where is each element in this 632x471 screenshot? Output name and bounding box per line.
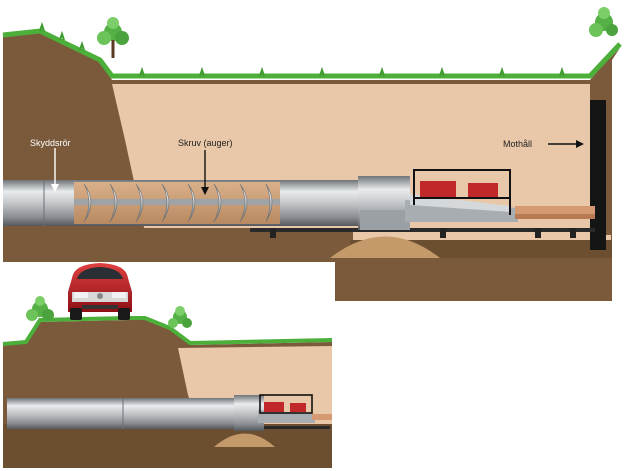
- grass-top-tufts: [39, 21, 565, 77]
- bush-icon: [168, 306, 192, 328]
- thrust-block-label: Mothåll: [503, 139, 532, 149]
- casing-label: Skyddsrör: [30, 138, 71, 148]
- sand-pile-bottom: [214, 433, 275, 447]
- casing-arrow-head: [51, 184, 59, 192]
- auger-shaft: [74, 199, 280, 205]
- boring-machine-bottom: [258, 394, 332, 423]
- rail-lower: [250, 228, 595, 232]
- bush-icon: [26, 296, 54, 321]
- boring-machine: [405, 169, 595, 222]
- pipe-coupling-collar: [360, 210, 410, 230]
- rail-support: [570, 228, 576, 238]
- thrust-block: [590, 100, 606, 250]
- auger-label: Skruv (auger): [178, 138, 233, 148]
- bottom-diagram: [2, 263, 333, 468]
- rail-support: [535, 228, 541, 238]
- grass-bottom: [2, 316, 333, 346]
- rail-support: [440, 228, 446, 238]
- soil-layer: [3, 228, 353, 262]
- rail-support: [270, 228, 276, 238]
- casing-pipe-bottom: [7, 398, 235, 429]
- soil-layer-bottom: [3, 424, 332, 468]
- bush-icon: [97, 17, 129, 58]
- soil-bottom-right: [335, 258, 612, 301]
- car-icon: [68, 263, 132, 320]
- auger-flights: [83, 183, 273, 223]
- top-diagram: Skyddsrör Skruv (auger) Mothåll: [2, 7, 622, 301]
- arrow-head: [576, 140, 584, 148]
- sand-pile: [330, 236, 440, 258]
- grass-top: [2, 28, 622, 79]
- bush-icon: [589, 7, 618, 37]
- auger-arrow-head: [201, 187, 209, 195]
